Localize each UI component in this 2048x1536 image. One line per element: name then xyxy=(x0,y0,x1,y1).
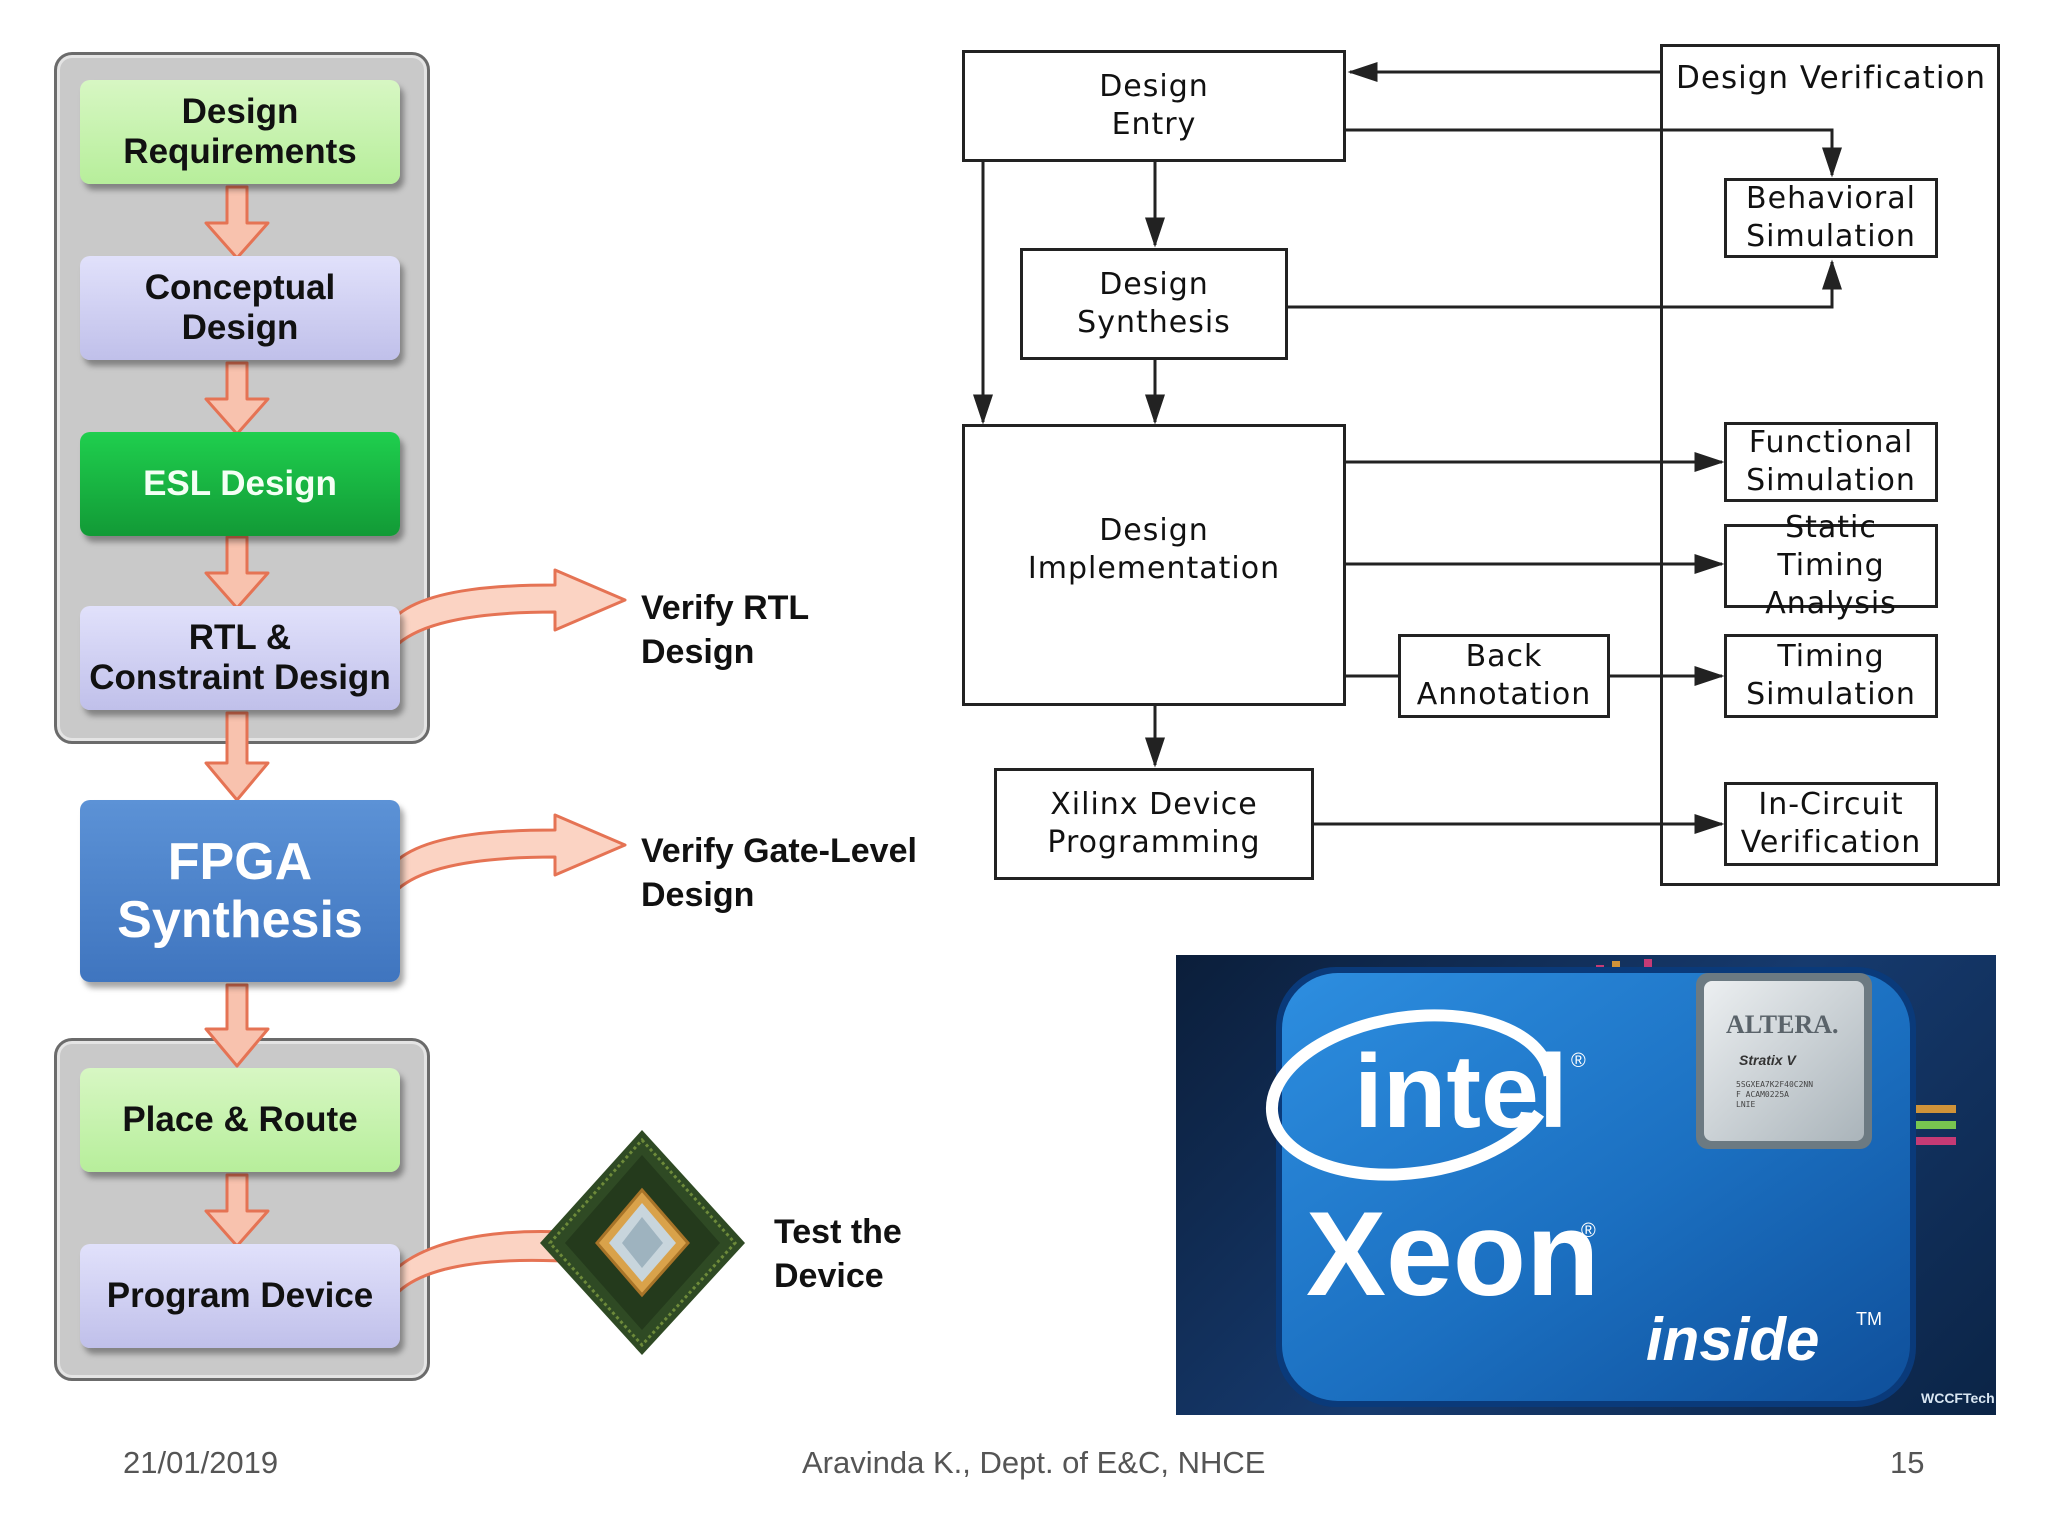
down-arrow-4 xyxy=(204,711,270,802)
step-program-device: Program Device xyxy=(80,1244,400,1348)
step-place-route: Place & Route xyxy=(80,1068,400,1172)
step-esl-design: ESL Design xyxy=(80,432,400,536)
step-conceptual-design: Conceptual Design xyxy=(80,256,400,360)
down-arrow-6 xyxy=(204,1173,270,1248)
step-design-requirements: Design Requirements xyxy=(80,80,400,184)
box-design-implementation: Design Implementation xyxy=(962,424,1346,706)
down-arrow-1 xyxy=(204,185,270,260)
footer-page-number: 15 xyxy=(1890,1445,1925,1480)
altera-text: ALTERA. xyxy=(1726,1010,1838,1039)
svg-text:®: ® xyxy=(1581,1220,1596,1242)
down-arrow-2 xyxy=(204,361,270,436)
box-behavioral-simulation: Behavioral Simulation xyxy=(1724,178,1938,258)
note-verify-rtl: Verify RTL Design xyxy=(641,589,810,671)
intel-xeon-image: intel ® Xeon ® inside TM ALTERA. Stratix… xyxy=(1176,955,1996,1415)
stratix-text: Stratix V xyxy=(1739,1052,1797,1068)
box-in-circuit-verification: In-Circuit Verification xyxy=(1724,782,1938,866)
badge-graphic: intel ® Xeon ® inside TM ALTERA. Stratix… xyxy=(1265,959,1995,1407)
box-functional-simulation: Functional Simulation xyxy=(1724,422,1938,502)
fpga-chip-image xyxy=(540,1130,745,1355)
down-arrow-5 xyxy=(204,983,270,1068)
intel-logo-text: intel xyxy=(1354,1034,1568,1150)
box-xilinx-device-programming: Xilinx Device Programming xyxy=(994,768,1314,880)
verification-title: Design Verification xyxy=(1676,60,1987,96)
watermark-text: WCCFTech xyxy=(1921,1390,1995,1406)
note-verify-gate-level: Verify Gate-Level Design xyxy=(641,832,917,914)
down-arrow-3 xyxy=(204,535,270,610)
inside-text: inside xyxy=(1646,1306,1819,1373)
step-rtl-constraint-design: RTL & Constraint Design xyxy=(80,606,400,710)
box-static-timing-analysis: Static Timing Analysis xyxy=(1724,510,1938,621)
box-design-synthesis: Design Synthesis xyxy=(1020,248,1288,360)
box-back-annotation: Back Annotation xyxy=(1398,634,1610,718)
svg-text:®: ® xyxy=(1571,1050,1586,1072)
footer-author: Aravinda K., Dept. of E&C, NHCE xyxy=(802,1445,1266,1480)
step-fpga-synthesis: FPGA Synthesis xyxy=(80,800,400,982)
box-timing-simulation: Timing Simulation xyxy=(1724,634,1938,718)
xeon-text: Xeon xyxy=(1306,1187,1599,1321)
tm-text: TM xyxy=(1856,1309,1882,1329)
note-test-device: Test the Device xyxy=(774,1213,902,1295)
box-design-entry: Design Entry xyxy=(962,50,1346,162)
footer-date: 21/01/2019 xyxy=(123,1445,279,1480)
